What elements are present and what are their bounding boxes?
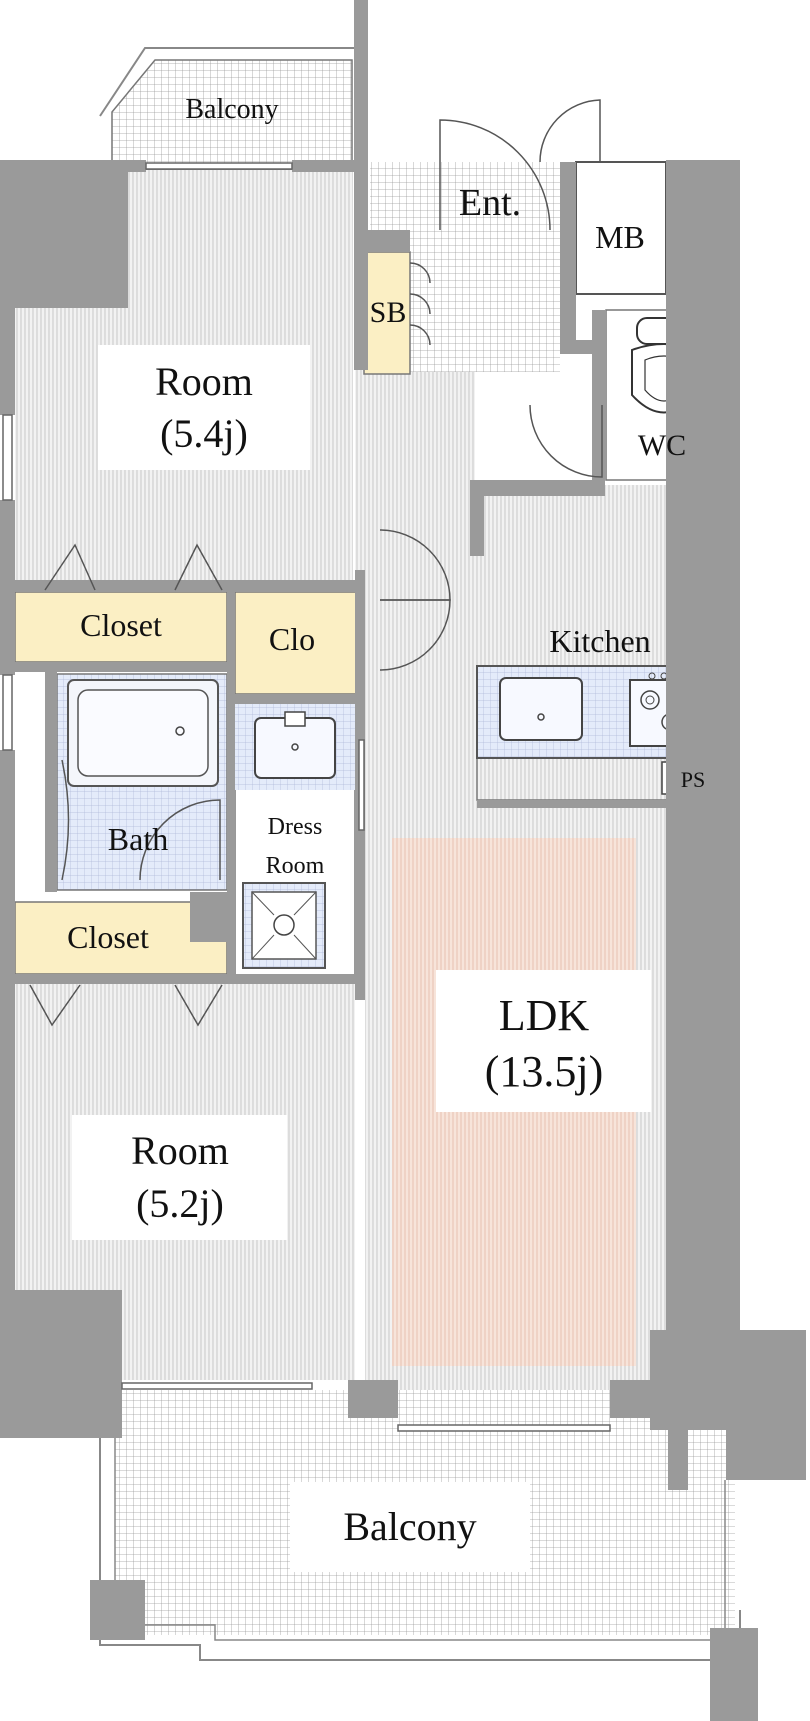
clo-label: Clo: [269, 621, 315, 657]
south-room-label-box: [72, 1115, 287, 1240]
north-balcony-label: Balcony: [185, 94, 278, 125]
dress-room-label-2: Room: [266, 853, 325, 879]
north-room-label-box: [98, 345, 310, 470]
windows: [2, 162, 611, 1432]
south-balcony-label-box: [290, 1482, 530, 1572]
wc-label: WC: [638, 429, 686, 462]
kitchen-sink: [499, 677, 583, 741]
south-closet-label: Closet: [67, 919, 149, 955]
shoe-box: [363, 251, 411, 375]
north-closet-label: Closet: [80, 607, 162, 643]
south-balcony-label: Balcony: [343, 1504, 476, 1549]
ldk-label-box: [436, 970, 651, 1112]
bath-label: Bath: [108, 821, 168, 857]
north-balcony: [99, 0, 368, 171]
north-room-size: (5.4j): [160, 411, 248, 456]
meter-box: [575, 161, 667, 295]
washbasin: [254, 717, 336, 779]
south-room-name: Room: [131, 1128, 229, 1173]
south-room-size: (5.2j): [136, 1181, 224, 1226]
ldk-size: (13.5j): [485, 1047, 604, 1096]
clo-closet: [234, 591, 358, 695]
pipe-space-label: PS: [681, 767, 705, 792]
door-swings: [29, 99, 603, 1027]
meter-box-label: MB: [595, 219, 645, 255]
ldk-name: LDK: [499, 991, 590, 1040]
kitchen-label: Kitchen: [549, 623, 650, 659]
walls: [0, 160, 806, 1721]
entrance-label: Ent.: [459, 182, 521, 224]
dress-room-label-1: Dress: [268, 814, 323, 840]
north-room-name: Room: [155, 359, 253, 404]
shoe-box-label: SB: [370, 296, 407, 329]
